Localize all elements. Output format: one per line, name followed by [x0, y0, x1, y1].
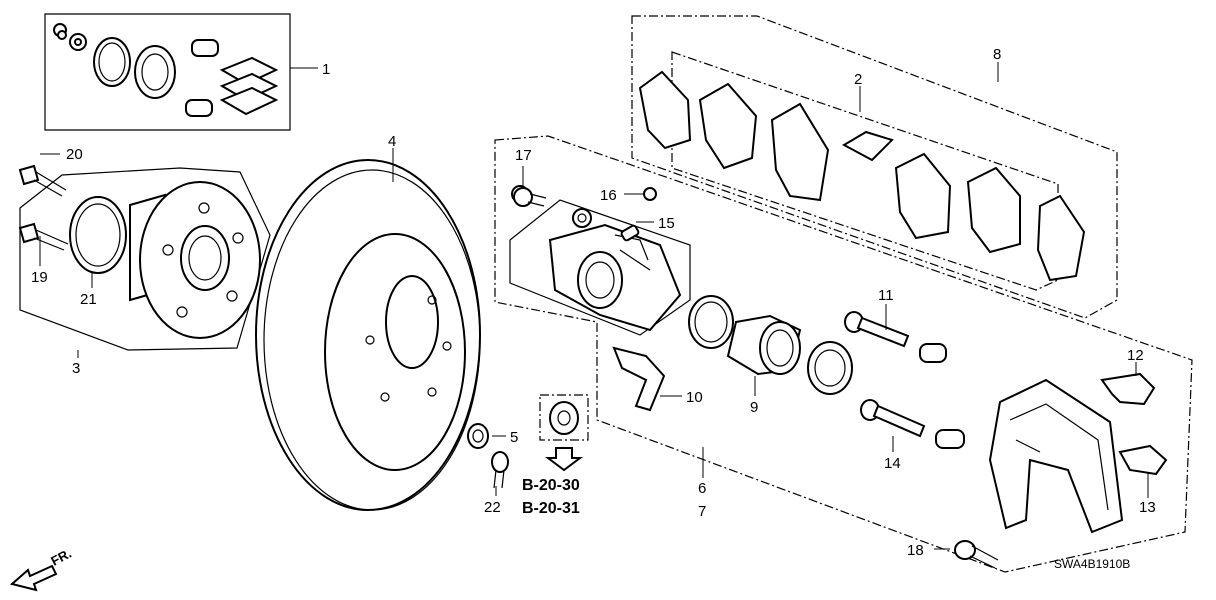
callout-15: 15 — [658, 215, 675, 232]
callout-4: 4 — [388, 133, 396, 150]
callout-3: 3 — [72, 360, 80, 377]
callout-12: 12 — [1127, 347, 1144, 364]
callout-9: 9 — [750, 399, 758, 416]
cap-16 — [643, 187, 657, 201]
piston-seal-part — [688, 295, 734, 349]
pin-14 — [860, 399, 965, 449]
callout-8: 8 — [993, 46, 1001, 63]
shim-10 — [612, 346, 666, 412]
reference-b-20-30[interactable]: B-20-30 — [522, 477, 580, 494]
callout-18: 18 — [907, 542, 924, 559]
bolt-18 — [954, 540, 999, 569]
callout-2: 2 — [854, 71, 862, 88]
bolt-17 — [513, 187, 547, 207]
callout-17: 17 — [515, 147, 532, 164]
pin-11 — [844, 311, 947, 363]
caliper-6-box — [494, 135, 1193, 573]
ref-box — [539, 394, 589, 441]
callout-22: 22 — [484, 499, 501, 516]
pad-set-2-box — [671, 51, 1059, 291]
seal-kit-parts — [53, 23, 279, 117]
leader-lines — [39, 62, 1149, 550]
brake-pads-part — [638, 70, 1086, 282]
screw-22 — [491, 451, 509, 489]
callout-21: 21 — [80, 291, 97, 308]
callout-5: 5 — [510, 429, 518, 446]
caliper-bracket-part — [988, 378, 1124, 534]
bleeder-15 — [620, 224, 640, 242]
callout-19: 19 — [31, 269, 48, 286]
callout-20: 20 — [66, 146, 83, 163]
callout-14: 14 — [884, 455, 901, 472]
hub-nut-reference — [549, 401, 579, 435]
piston-9 — [726, 314, 802, 376]
brake-disc-part — [255, 159, 481, 511]
callout-11: 11 — [878, 287, 894, 304]
bolt-19 — [18, 222, 69, 251]
front-arrow-icon — [9, 564, 58, 592]
callout-6: 6 — [698, 480, 706, 497]
clip-12 — [1100, 372, 1156, 406]
hub-3-box — [19, 167, 271, 351]
hub-bearing-part — [69, 181, 261, 339]
nut-5 — [467, 423, 489, 449]
down-arrow-icon — [545, 447, 583, 472]
kit-1-box — [44, 13, 291, 131]
callout-16: 16 — [600, 187, 617, 204]
reference-b-20-31[interactable]: B-20-31 — [522, 500, 580, 517]
callout-1: 1 — [322, 61, 330, 78]
callout-13: 13 — [1139, 499, 1156, 516]
caliper-body-box — [509, 199, 691, 336]
diagram-code: SWA4B1910B — [1054, 557, 1130, 571]
callout-7: 7 — [698, 503, 706, 520]
dust-boot-part — [807, 341, 853, 395]
callout-10: 10 — [686, 389, 703, 406]
pad-set-8-box — [631, 15, 1118, 319]
caliper-body-part — [511, 185, 682, 332]
clip-13 — [1118, 444, 1168, 476]
bolt-20 — [18, 164, 67, 197]
